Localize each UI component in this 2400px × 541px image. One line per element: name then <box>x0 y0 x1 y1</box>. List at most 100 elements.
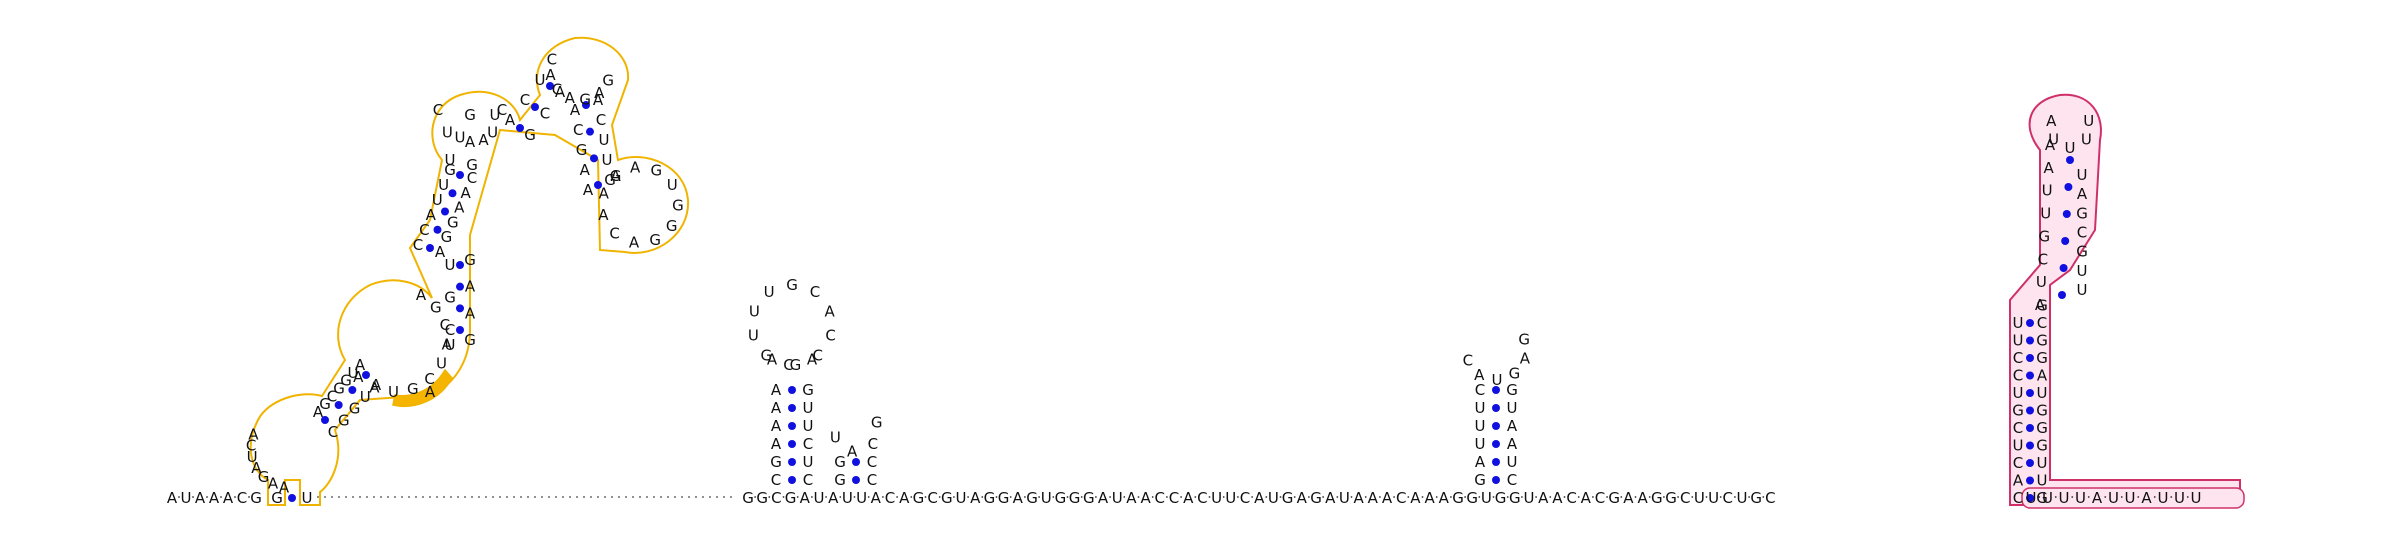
baseline-nucleotide: A <box>1410 489 1421 507</box>
backbone-tick <box>1194 496 1197 498</box>
gap-dot <box>443 496 445 498</box>
right-tail-nucleotide: U <box>2042 489 2053 507</box>
left-tail-nucleotide: A <box>223 489 234 507</box>
gap-dot <box>583 496 585 498</box>
left-tail-nucleotide: G <box>250 489 262 507</box>
gap-dot <box>450 496 452 498</box>
base-pair-dot <box>788 422 796 430</box>
helix-nucleotide: G <box>576 141 588 159</box>
helix-nucleotide: C <box>413 236 423 254</box>
gap-dot <box>422 496 424 498</box>
loop-nucleotide: A <box>248 425 259 443</box>
baseline-nucleotide: U <box>856 489 867 507</box>
hairpin1-loop-nucleotide: G <box>760 347 772 365</box>
gap-dot <box>646 496 648 498</box>
helix-nucleotide: G <box>464 106 476 124</box>
baseline-nucleotide: G <box>1069 489 1081 507</box>
backbone-tick <box>1222 496 1225 498</box>
left-tail-nucleotide: C <box>237 489 247 507</box>
right-tail-nucleotide: U <box>2191 489 2202 507</box>
yellow-highlight-fill <box>392 368 453 407</box>
backbone-tick <box>1620 496 1623 498</box>
backbone-tick <box>1151 496 1154 498</box>
backbone-tick <box>1677 496 1679 498</box>
helix-nucleotide: A <box>371 376 382 394</box>
base-pair-dot <box>2064 183 2073 191</box>
backbone-tick <box>1634 496 1637 498</box>
hairpin3-stem-nucleotide: G <box>1506 381 1518 399</box>
backbone-tick <box>1293 496 1296 498</box>
baseline-nucleotide: G <box>1310 489 1322 507</box>
pink-stem-nucleotide: G <box>2012 402 2024 420</box>
backbone-tick <box>1208 496 1211 498</box>
hairpin1-loop-nucleotide: G <box>790 356 802 374</box>
backbone-tick <box>2120 496 2123 498</box>
base-pair-dot <box>2026 319 2034 327</box>
loop-nucleotide: G <box>666 217 678 235</box>
baseline-nucleotide: C <box>1155 489 1165 507</box>
pink-arm-nucleotide: U <box>2077 281 2088 299</box>
backbone-tick <box>1322 496 1324 498</box>
gap-dot <box>548 496 550 498</box>
baseline-nucleotide: G <box>1608 489 1620 507</box>
helix-nucleotide: G <box>444 161 456 179</box>
backbone-tick <box>1308 496 1310 498</box>
gap-dot <box>688 496 690 498</box>
pink-stem-nucleotide: G <box>2036 402 2048 420</box>
backbone-tick <box>1421 496 1424 498</box>
loop-nucleotide: G <box>649 231 661 249</box>
helix-nucleotide: U <box>445 256 456 274</box>
baseline-nucleotide: G <box>1083 489 1095 507</box>
gap-dot <box>492 496 494 498</box>
base-pair-dot <box>2026 389 2034 397</box>
baseline-nucleotide: G <box>941 489 953 507</box>
base-pair-dot <box>788 476 796 484</box>
base-pair-dot <box>2058 291 2066 299</box>
backbone-tick <box>1379 496 1381 498</box>
backbone-tick <box>192 496 194 498</box>
base-pair-dot <box>1492 386 1500 394</box>
hairpin1-loop-nucleotide: U <box>748 326 759 344</box>
gap-dot <box>695 496 697 498</box>
backbone-tick <box>938 496 941 498</box>
backbone-tick <box>1648 496 1651 498</box>
hairpin2-loop-nucleotide: C <box>868 435 878 453</box>
gap-dot <box>611 496 613 498</box>
hairpin3-stem-nucleotide: U <box>1475 399 1486 417</box>
backbone-tick <box>967 496 969 498</box>
baseline-nucleotide: G <box>984 489 996 507</box>
baseline-nucleotide: A <box>1013 489 1024 507</box>
baseline-nucleotide: G <box>1026 489 1038 507</box>
loop-nucleotide: U <box>388 383 399 401</box>
gap-dot <box>604 496 606 498</box>
hairpin3-stem-nucleotide: C <box>1507 471 1517 489</box>
gap-dot <box>639 496 641 498</box>
backbone-tick <box>1435 496 1438 498</box>
baseline-nucleotide: U <box>1041 489 1052 507</box>
base-pair-dot <box>852 476 860 484</box>
pink-loop-nucleotide: U <box>2048 130 2059 148</box>
hairpin1-stem-nucleotide: A <box>771 435 782 453</box>
gap-dot <box>534 496 536 498</box>
gap-dot <box>380 496 382 498</box>
baseline-nucleotide: G <box>1466 489 1478 507</box>
gap-dot <box>513 496 515 498</box>
baseline-nucleotide: A <box>1538 489 1549 507</box>
helix-nucleotide: C <box>596 111 606 129</box>
helix-nucleotide: U <box>445 336 456 354</box>
hairpin1-loop-nucleotide: A <box>807 351 818 369</box>
gap-dot <box>359 496 361 498</box>
pink-stem-nucleotide: C <box>2013 419 2023 437</box>
backbone-tick <box>2104 496 2107 498</box>
gap-dot <box>590 496 592 498</box>
pink-stem-nucleotide: U <box>2013 332 2024 350</box>
gap-dot <box>401 496 403 498</box>
gap-dot <box>415 496 417 498</box>
pink-arm-nucleotide: G <box>2038 227 2050 245</box>
baseline-nucleotide: A <box>1552 489 1563 507</box>
loop-nucleotide: U <box>487 124 498 142</box>
pink-stem-nucleotide: U <box>2037 454 2048 472</box>
helix-nucleotide: C <box>419 221 429 239</box>
helix-nucleotide: A <box>454 199 465 217</box>
baseline-nucleotide: A <box>899 489 910 507</box>
